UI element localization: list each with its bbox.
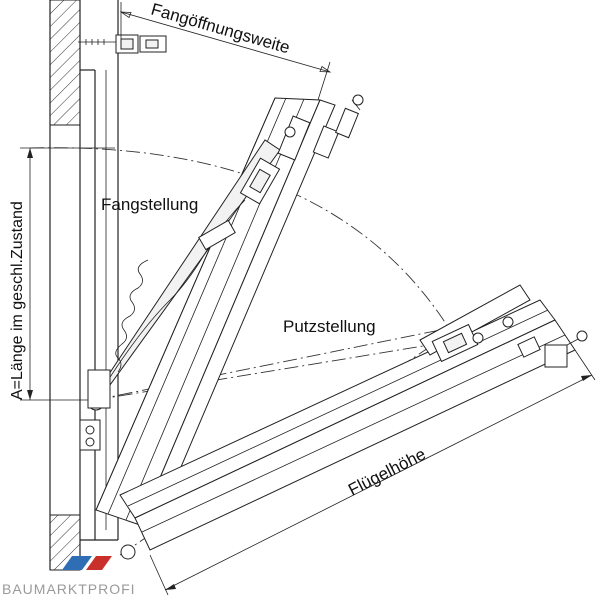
brand-logo-icon [62,556,92,570]
window-frame [80,0,119,541]
brand-watermark: BAUMARKTPROFI [2,556,136,597]
wall-bracket-top [78,34,167,54]
sash-bracket-cleaning [431,316,588,368]
brand-name: BAUMARKTPROFI [2,581,136,597]
wall-section [49,0,81,571]
dimension-length-closed [20,147,115,401]
label-catch-position: Fangstellung [101,195,198,214]
dimension-sash-height [149,349,596,596]
dimension-catch-opening [119,2,332,101]
wall-upper-hatched [49,0,81,126]
restrictor-arm-catch [79,139,281,451]
label-cleaning-position: Putzstellung [283,317,376,336]
label-length-closed: A=Länge im geschl.Zustand [9,201,26,400]
label-catch-opening-width: Fangöffnungsweite [149,0,292,57]
pivot-point [120,544,136,560]
sash-bracket-catch [277,94,364,161]
